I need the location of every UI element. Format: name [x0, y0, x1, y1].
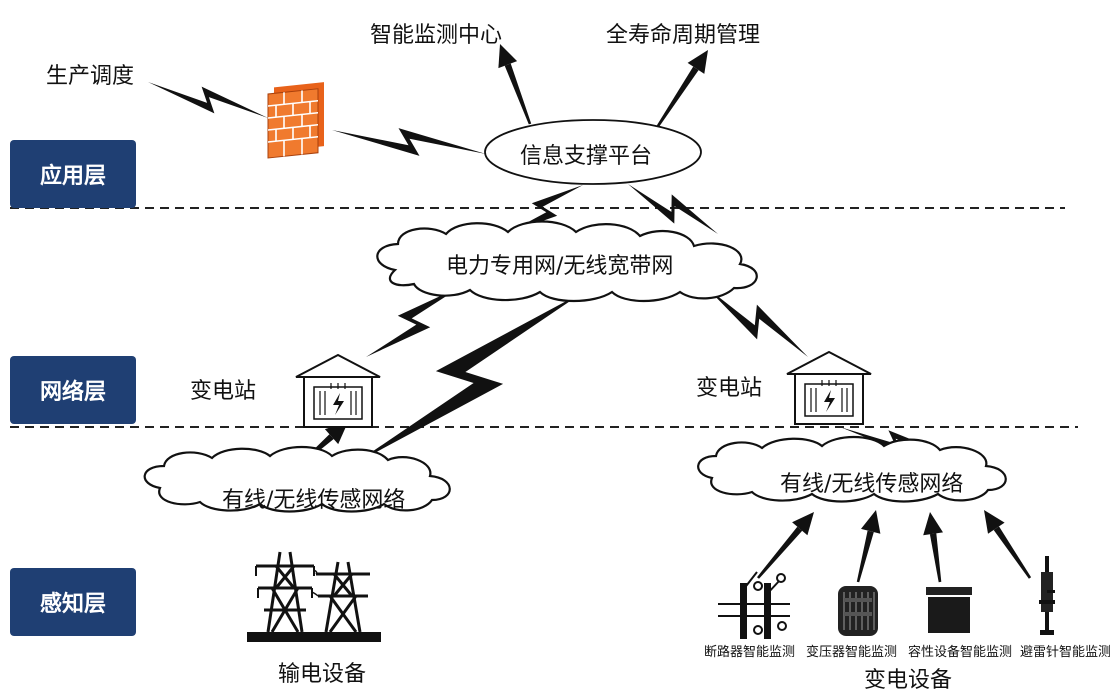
arrow-arrester-sensor-head [984, 510, 1005, 534]
arrow-capacitor-sensor-head [923, 512, 943, 536]
arrow-transformer-sensor-shaft [856, 530, 874, 583]
sensor-network-label-left: 有线/无线传感网络 [222, 488, 406, 513]
transmission-tower-icon [247, 551, 381, 642]
layer-label-application: 应用层 [10, 140, 136, 208]
monitoring-center-label: 智能监测中心 [370, 23, 503, 48]
substation-icon-left [295, 353, 381, 428]
breaker-device-icon [718, 571, 790, 639]
bolt-platform-network-right [628, 184, 718, 234]
arrow-capacitor-sensor-shaft [929, 533, 942, 583]
power-network-label: 电力专用网/无线宽带网 [446, 254, 674, 279]
substation-label-right: 变电站 [696, 376, 763, 401]
arrow-arrester-sensor-shaft [993, 526, 1032, 579]
lifecycle-management-label: 全寿命周期管理 [606, 23, 761, 48]
bolt-network-substation-left [366, 286, 462, 357]
device-label-transformer: 变压器智能监测 [806, 645, 898, 660]
arrester-device-icon [1039, 556, 1055, 635]
arrow-platform-lifecycle-head [687, 50, 708, 74]
layer-label-network: 网络层 [10, 356, 136, 424]
sensor-network-label-right: 有线/无线传感网络 [780, 472, 964, 497]
transmission-equipment-label: 输电设备 [278, 662, 367, 687]
info-platform-label: 信息支撑平台 [520, 144, 653, 169]
power-network-cloud [376, 220, 758, 302]
bolt-platform-network-left [506, 185, 583, 234]
transformer-device-icon [838, 586, 878, 636]
bolt-network-substation-right [706, 287, 808, 357]
info-platform-shape [484, 119, 702, 185]
production-dispatch-label: 生产调度 [46, 64, 135, 89]
layer-label-perception: 感知层 [10, 568, 136, 636]
capacitor-device-icon [926, 587, 972, 633]
sensor-network-cloud-left [143, 446, 451, 513]
arrow-platform-monitoring-shaft [504, 63, 532, 125]
bolt-firewall-platform [332, 128, 486, 156]
arrow-platform-monitoring-head [498, 44, 518, 69]
substation-icon-right [786, 350, 872, 425]
device-label-breaker: 断路器智能监测 [704, 645, 796, 660]
bolt-network-sensor-left [354, 291, 585, 464]
bolt-dispatch-firewall [148, 82, 268, 118]
arrow-platform-lifecycle-shaft [656, 66, 699, 127]
substation-equipment-label: 变电设备 [864, 668, 953, 693]
device-label-capacitor: 容性设备智能监测 [908, 645, 1013, 660]
arrow-breaker-sensor-shaft [757, 526, 803, 579]
sensor-network-cloud-right [697, 436, 1007, 503]
data-flow-arrows [302, 44, 1032, 583]
device-label-arrester: 避雷针智能监测 [1020, 645, 1110, 660]
arrow-breaker-sensor-head [792, 512, 814, 536]
firewall-icon [267, 82, 324, 159]
arrow-transformer-sensor-head [861, 510, 881, 534]
substation-label-left: 变电站 [190, 379, 257, 404]
